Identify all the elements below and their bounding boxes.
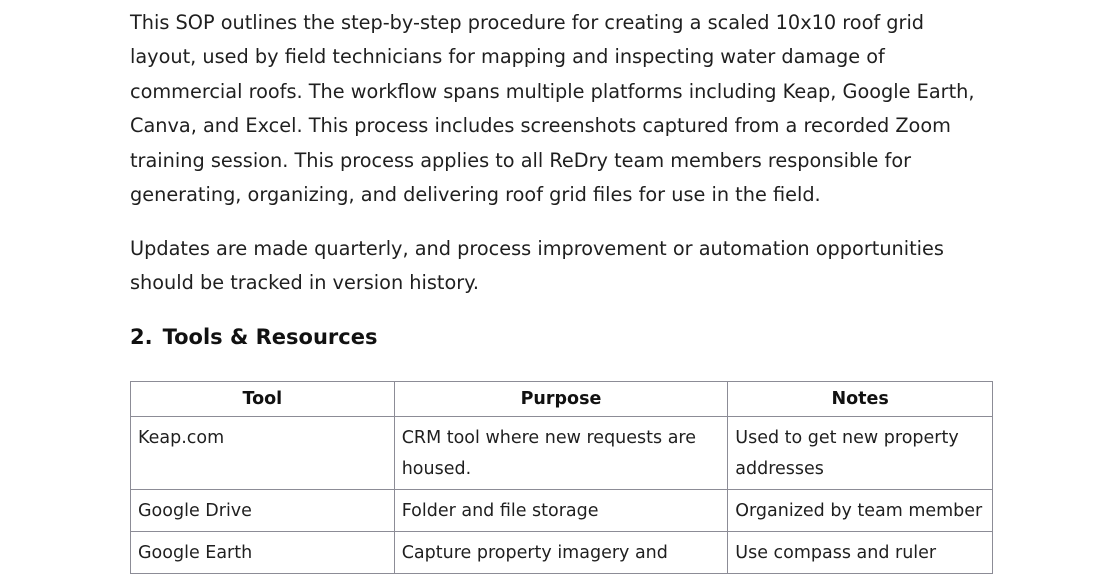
- tools-table: Tool Purpose Notes Keap.com CRM tool whe…: [130, 381, 993, 574]
- table-row: Google Earth Capture property imagery an…: [130, 531, 993, 574]
- table-row: Google Drive Folder and file storage Org…: [130, 489, 993, 532]
- column-header-tool: Tool: [130, 381, 395, 417]
- cell-notes: Use compass and ruler: [727, 531, 993, 574]
- cell-purpose: CRM tool where new requests are housed.: [393, 416, 729, 490]
- cell-purpose: Capture property imagery and: [393, 531, 729, 574]
- table-row: Keap.com CRM tool where new requests are…: [130, 416, 993, 490]
- cell-tool: Google Drive: [130, 489, 395, 532]
- column-header-purpose: Purpose: [393, 381, 729, 417]
- section-number: 2.: [130, 325, 153, 349]
- cell-notes: Organized by team member: [727, 489, 993, 532]
- section-title: Tools & Resources: [162, 325, 378, 349]
- section-heading-tools: 2. Tools & Resources: [130, 325, 377, 349]
- cell-tool: Google Earth: [130, 531, 395, 574]
- cell-tool: Keap.com: [130, 416, 395, 490]
- intro-paragraph-2: Updates are made quarterly, and process …: [130, 237, 944, 295]
- intro-paragraph-1: This SOP outlines the step-by-step proce…: [130, 11, 975, 207]
- cell-notes: Used to get new property addresses: [727, 416, 993, 490]
- column-header-notes: Notes: [727, 381, 993, 417]
- table-header-row: Tool Purpose Notes: [130, 381, 993, 417]
- cell-purpose: Folder and file storage: [393, 489, 729, 532]
